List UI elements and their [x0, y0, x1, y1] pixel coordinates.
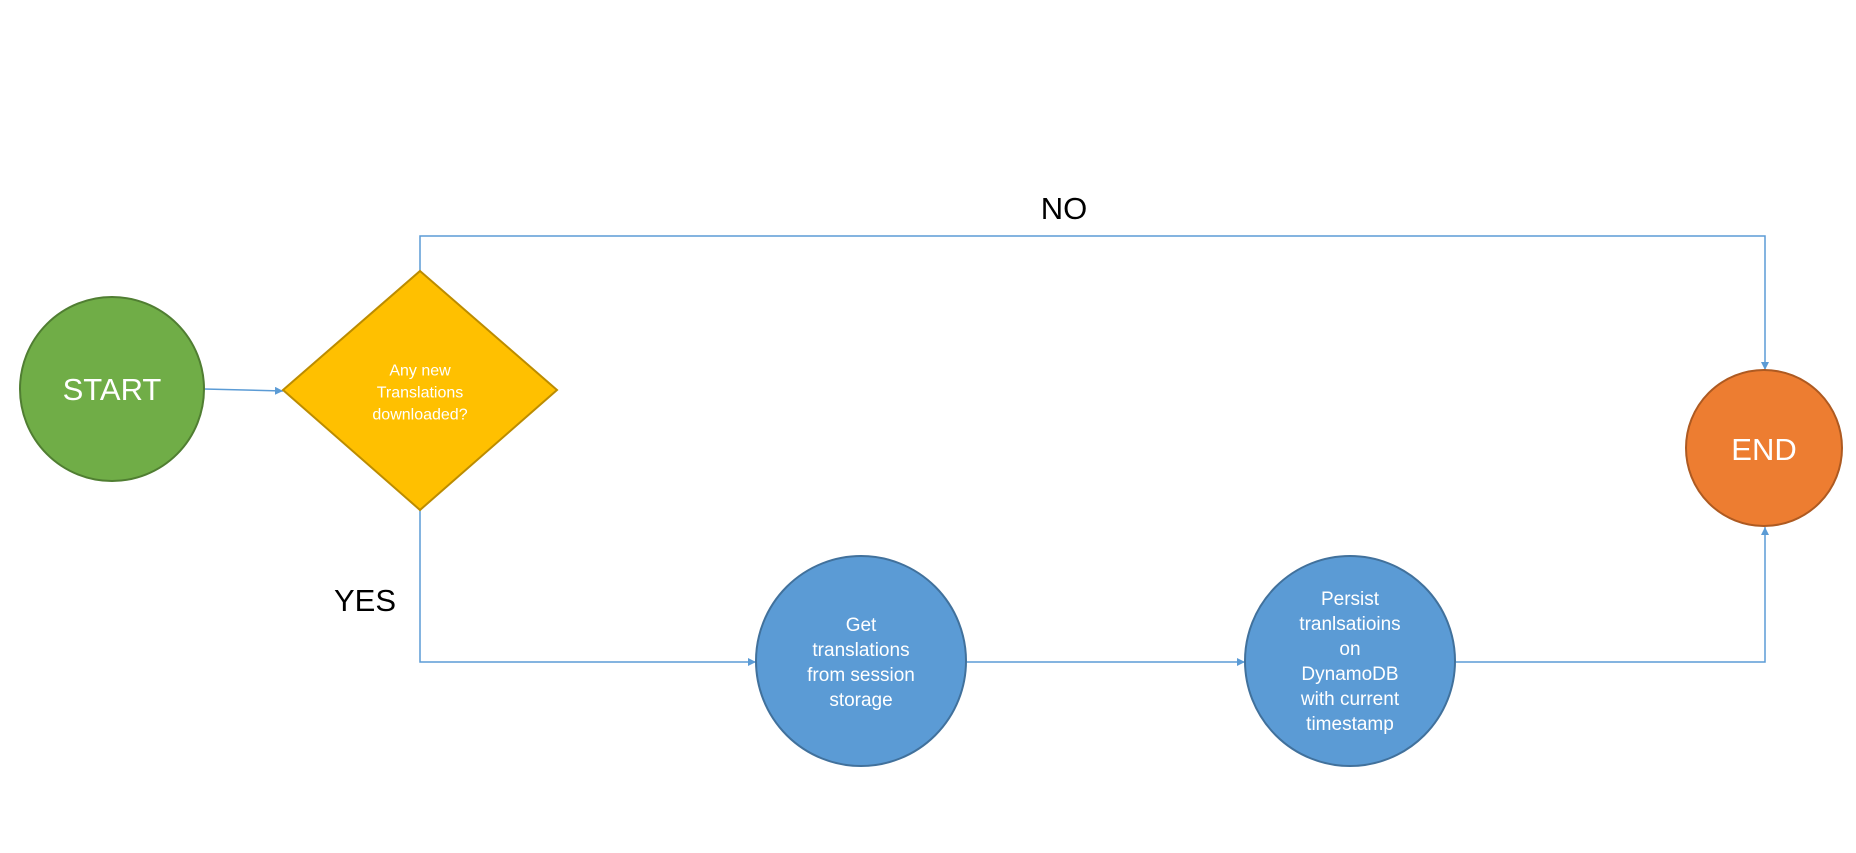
node-label-line: Translations	[377, 385, 464, 402]
node-label-line: Any new	[389, 363, 451, 380]
node-get-translations: Get translations from session storage	[755, 555, 967, 767]
start-label: START	[63, 372, 162, 407]
edge-decision-no-to-end	[419, 235, 1769, 370]
node-label-line: on	[1339, 639, 1360, 660]
end-label: END	[1731, 432, 1796, 467]
node-label-line: DynamoDB	[1301, 664, 1398, 685]
node-label-line: from session	[807, 665, 915, 686]
node-label-line: translations	[812, 640, 909, 661]
node-label-line: downloaded?	[372, 407, 467, 424]
node-label-line: Get	[846, 615, 877, 636]
get-translations-label: Get translations from session storage	[807, 615, 915, 711]
edge-decision-yes-to-get	[419, 510, 756, 666]
node-label-line: END	[1731, 432, 1796, 467]
node-label-line: START	[63, 372, 162, 407]
node-label-line: Persist	[1321, 589, 1380, 610]
node-label-line: with current	[1300, 689, 1400, 710]
edge-label-yes: YES	[334, 583, 396, 618]
start-shape	[19, 296, 205, 482]
persist-translations-shape	[1244, 555, 1456, 767]
node-end: END	[1685, 369, 1843, 527]
edge-label-no: NO	[1041, 191, 1088, 226]
edge-start-to-decision	[203, 386, 284, 395]
edge-persist-to-end	[1456, 527, 1769, 663]
node-label-line: storage	[829, 690, 892, 711]
node-label-line: tranlsatioins	[1299, 614, 1400, 635]
node-label-line: timestamp	[1306, 714, 1394, 735]
decision-shape	[281, 269, 559, 512]
end-shape	[1685, 369, 1843, 527]
get-translations-shape	[755, 555, 967, 767]
node-start: START	[19, 296, 205, 482]
